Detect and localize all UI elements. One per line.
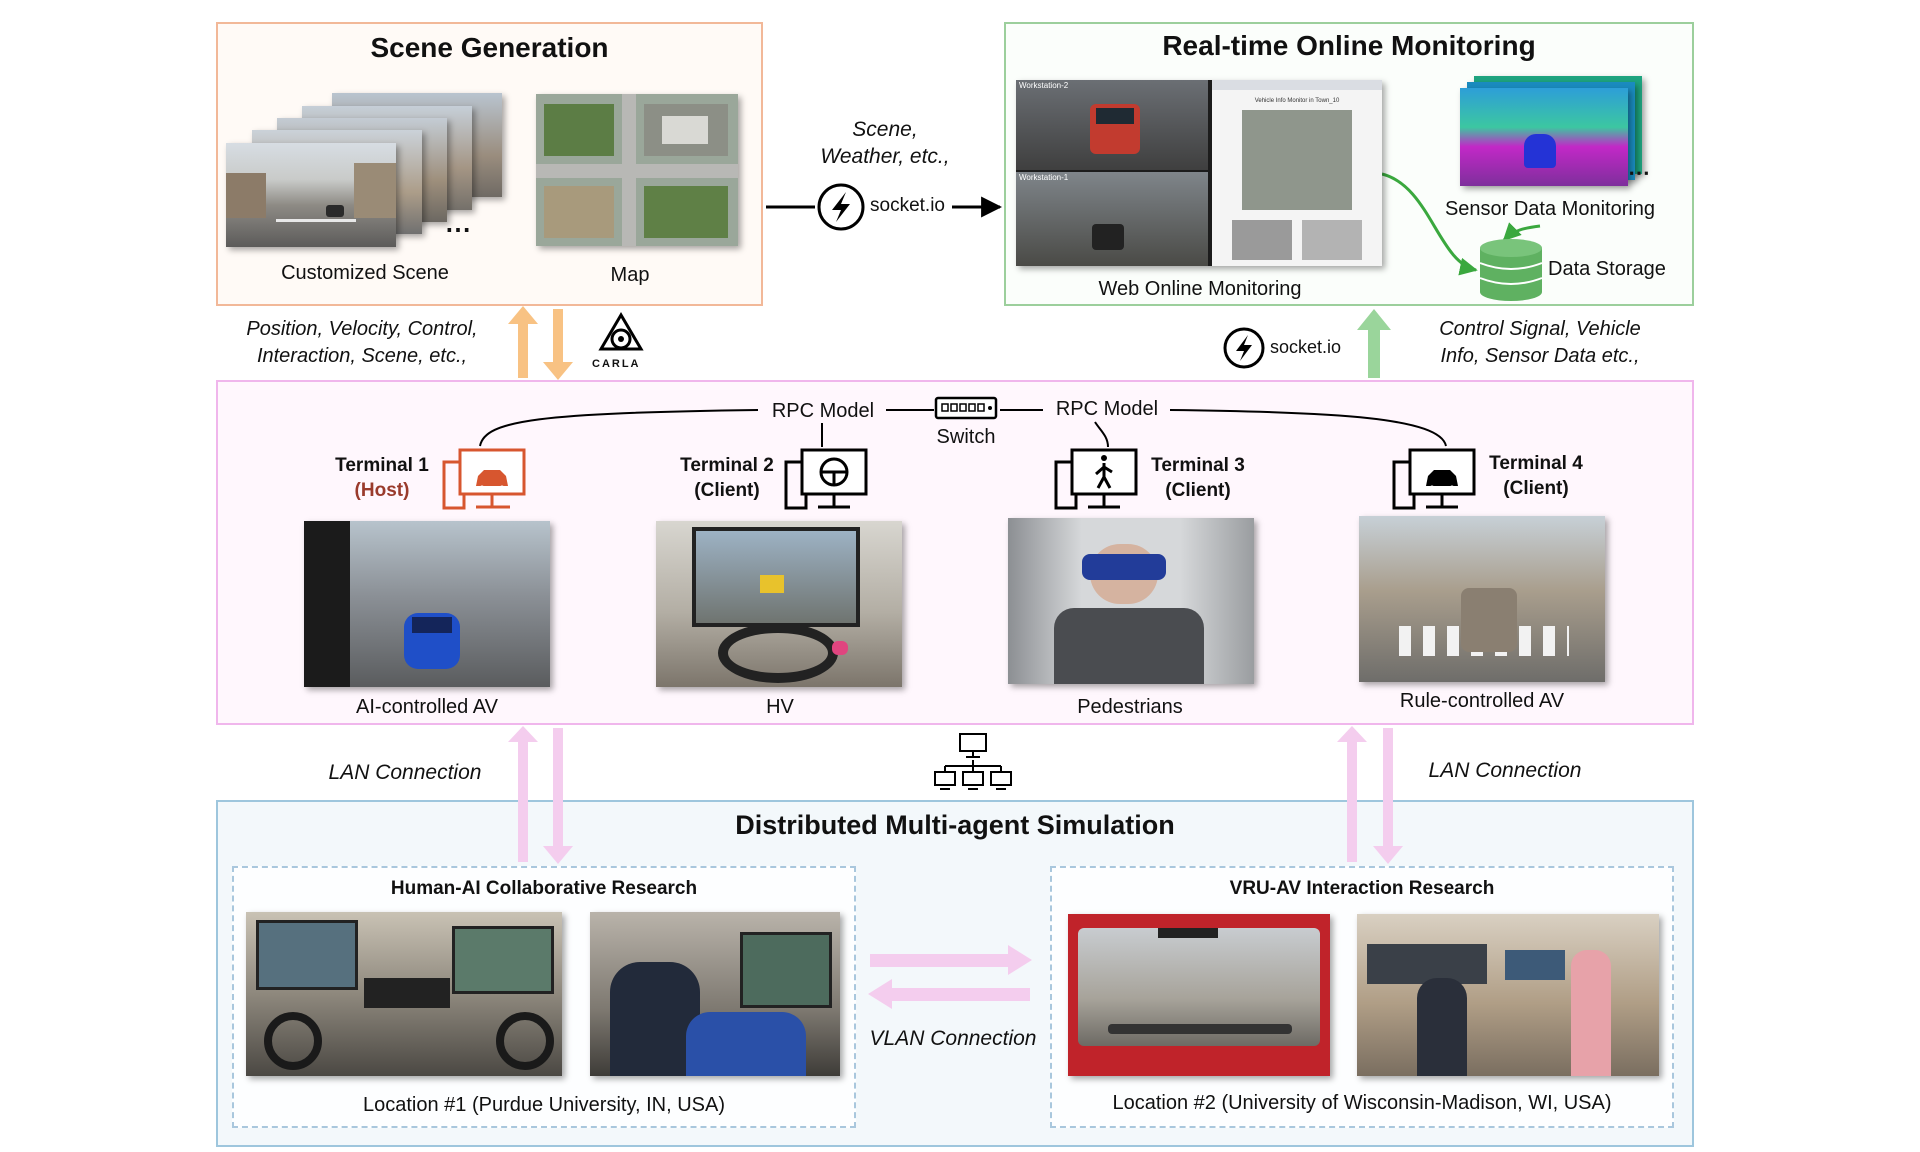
network-topology-icon — [934, 733, 1012, 790]
web-dashboard-view: Vehicle Info Monitor in Town_10 — [1212, 80, 1382, 266]
left-flow-label: Position, Velocity, Control, Interaction… — [246, 318, 478, 367]
terminal-2-label: Terminal 2 (Client) — [680, 455, 774, 501]
lan-right-arrows — [1337, 726, 1403, 864]
location-1-title: Human-AI Collaborative Research — [390, 878, 698, 899]
distributed-title: Distributed Multi-agent Simulation — [735, 810, 1175, 840]
sensor-more-dots: ⋯ — [1628, 160, 1650, 185]
terminal-3-label: Terminal 3 (Client) — [1151, 455, 1245, 501]
terminal-3-caption: Pedestrians — [1077, 696, 1183, 718]
socketio-logo-icon — [817, 183, 865, 231]
web-monitoring-image: Workstation-2 Workstation-1 Vehicle Info… — [1016, 80, 1382, 266]
sensor-to-storage-arrow — [1502, 222, 1541, 242]
location-2-title: VRU-AV Interaction Research — [1229, 878, 1495, 899]
switch-icon — [934, 396, 998, 420]
socketio-label: socket.io — [870, 195, 945, 216]
web-monitoring-label: Web Online Monitoring — [1098, 278, 1302, 300]
rpc-line-right — [1169, 409, 1447, 447]
terminal-2-caption: HV — [766, 696, 794, 718]
green-up-arrow — [1357, 309, 1391, 378]
terminal-3-photo — [1008, 518, 1254, 684]
terminal-3-computer-icon — [1054, 448, 1138, 510]
rpc-line-left — [479, 409, 759, 447]
right-flow-label: Control Signal, Vehicle Info, Sensor Dat… — [1439, 318, 1641, 367]
location-1-caption: Location #1 (Purdue University, IN, USA) — [362, 1094, 725, 1116]
terminal-2-computer-icon — [784, 448, 868, 510]
scene-generation-title: Scene Generation — [370, 32, 609, 63]
carla-label: CARLA — [592, 358, 641, 370]
data-storage-label: Data Storage — [1548, 258, 1666, 280]
terminal-2-photo — [656, 521, 902, 687]
location-2-photo-a — [1068, 914, 1330, 1076]
workstation-2-view: Workstation-2 — [1016, 80, 1208, 170]
monitoring-title: Real-time Online Monitoring — [1162, 30, 1536, 61]
terminal-1-photo — [304, 521, 550, 687]
scene-weather-label: Scene, Weather, etc., — [820, 118, 950, 168]
map-label: Map — [610, 264, 650, 286]
socketio-logo-icon-right — [1223, 327, 1265, 369]
database-icon — [1479, 239, 1543, 301]
vlan-connection-label: VLAN Connection — [869, 1027, 1037, 1050]
workstation-1-view: Workstation-1 — [1016, 172, 1208, 266]
terminal-4-label: Terminal 4 (Client) — [1489, 453, 1583, 499]
terminal-4-computer-icon — [1392, 448, 1476, 510]
terminal-1-label: Terminal 1 (Host) — [335, 455, 429, 501]
switch-label: Switch — [936, 426, 996, 448]
web-to-storage-arrow — [1381, 172, 1478, 276]
location-2-photo-b — [1357, 914, 1659, 1076]
lan-connection-left: LAN Connection — [328, 761, 482, 784]
lan-left-arrows — [508, 726, 573, 864]
lan-connection-right: LAN Connection — [1428, 759, 1582, 782]
customized-scene-image — [226, 143, 396, 247]
location-1-photo-b — [590, 912, 840, 1076]
terminal-1-computer-icon — [442, 448, 526, 510]
rpc-model-label-right: RPC Model — [1044, 398, 1170, 421]
rpc-line-t3 — [1094, 421, 1109, 448]
carla-logo-icon — [598, 312, 644, 351]
more-dots: ⋯ — [445, 214, 471, 244]
location-2-caption: Location #2 (University of Wisconsin-Mad… — [1112, 1092, 1612, 1114]
terminal-4-caption: Rule-controlled AV — [1399, 690, 1565, 712]
vlan-arrows — [868, 945, 1032, 1009]
location-1-photo-a — [246, 912, 562, 1076]
rpc-model-label-left: RPC Model — [760, 400, 886, 423]
customized-scene-label: Customized Scene — [281, 262, 449, 284]
terminal-1-caption: AI-controlled AV — [356, 696, 498, 718]
orange-down-arrow — [543, 309, 573, 380]
terminal-4-photo — [1359, 516, 1605, 682]
sensor-data-monitoring-label: Sensor Data Monitoring — [1444, 198, 1656, 220]
map-image — [536, 94, 738, 246]
orange-up-arrow — [508, 306, 538, 378]
sensor-image — [1460, 88, 1628, 186]
socketio-label-right: socket.io — [1270, 337, 1342, 357]
